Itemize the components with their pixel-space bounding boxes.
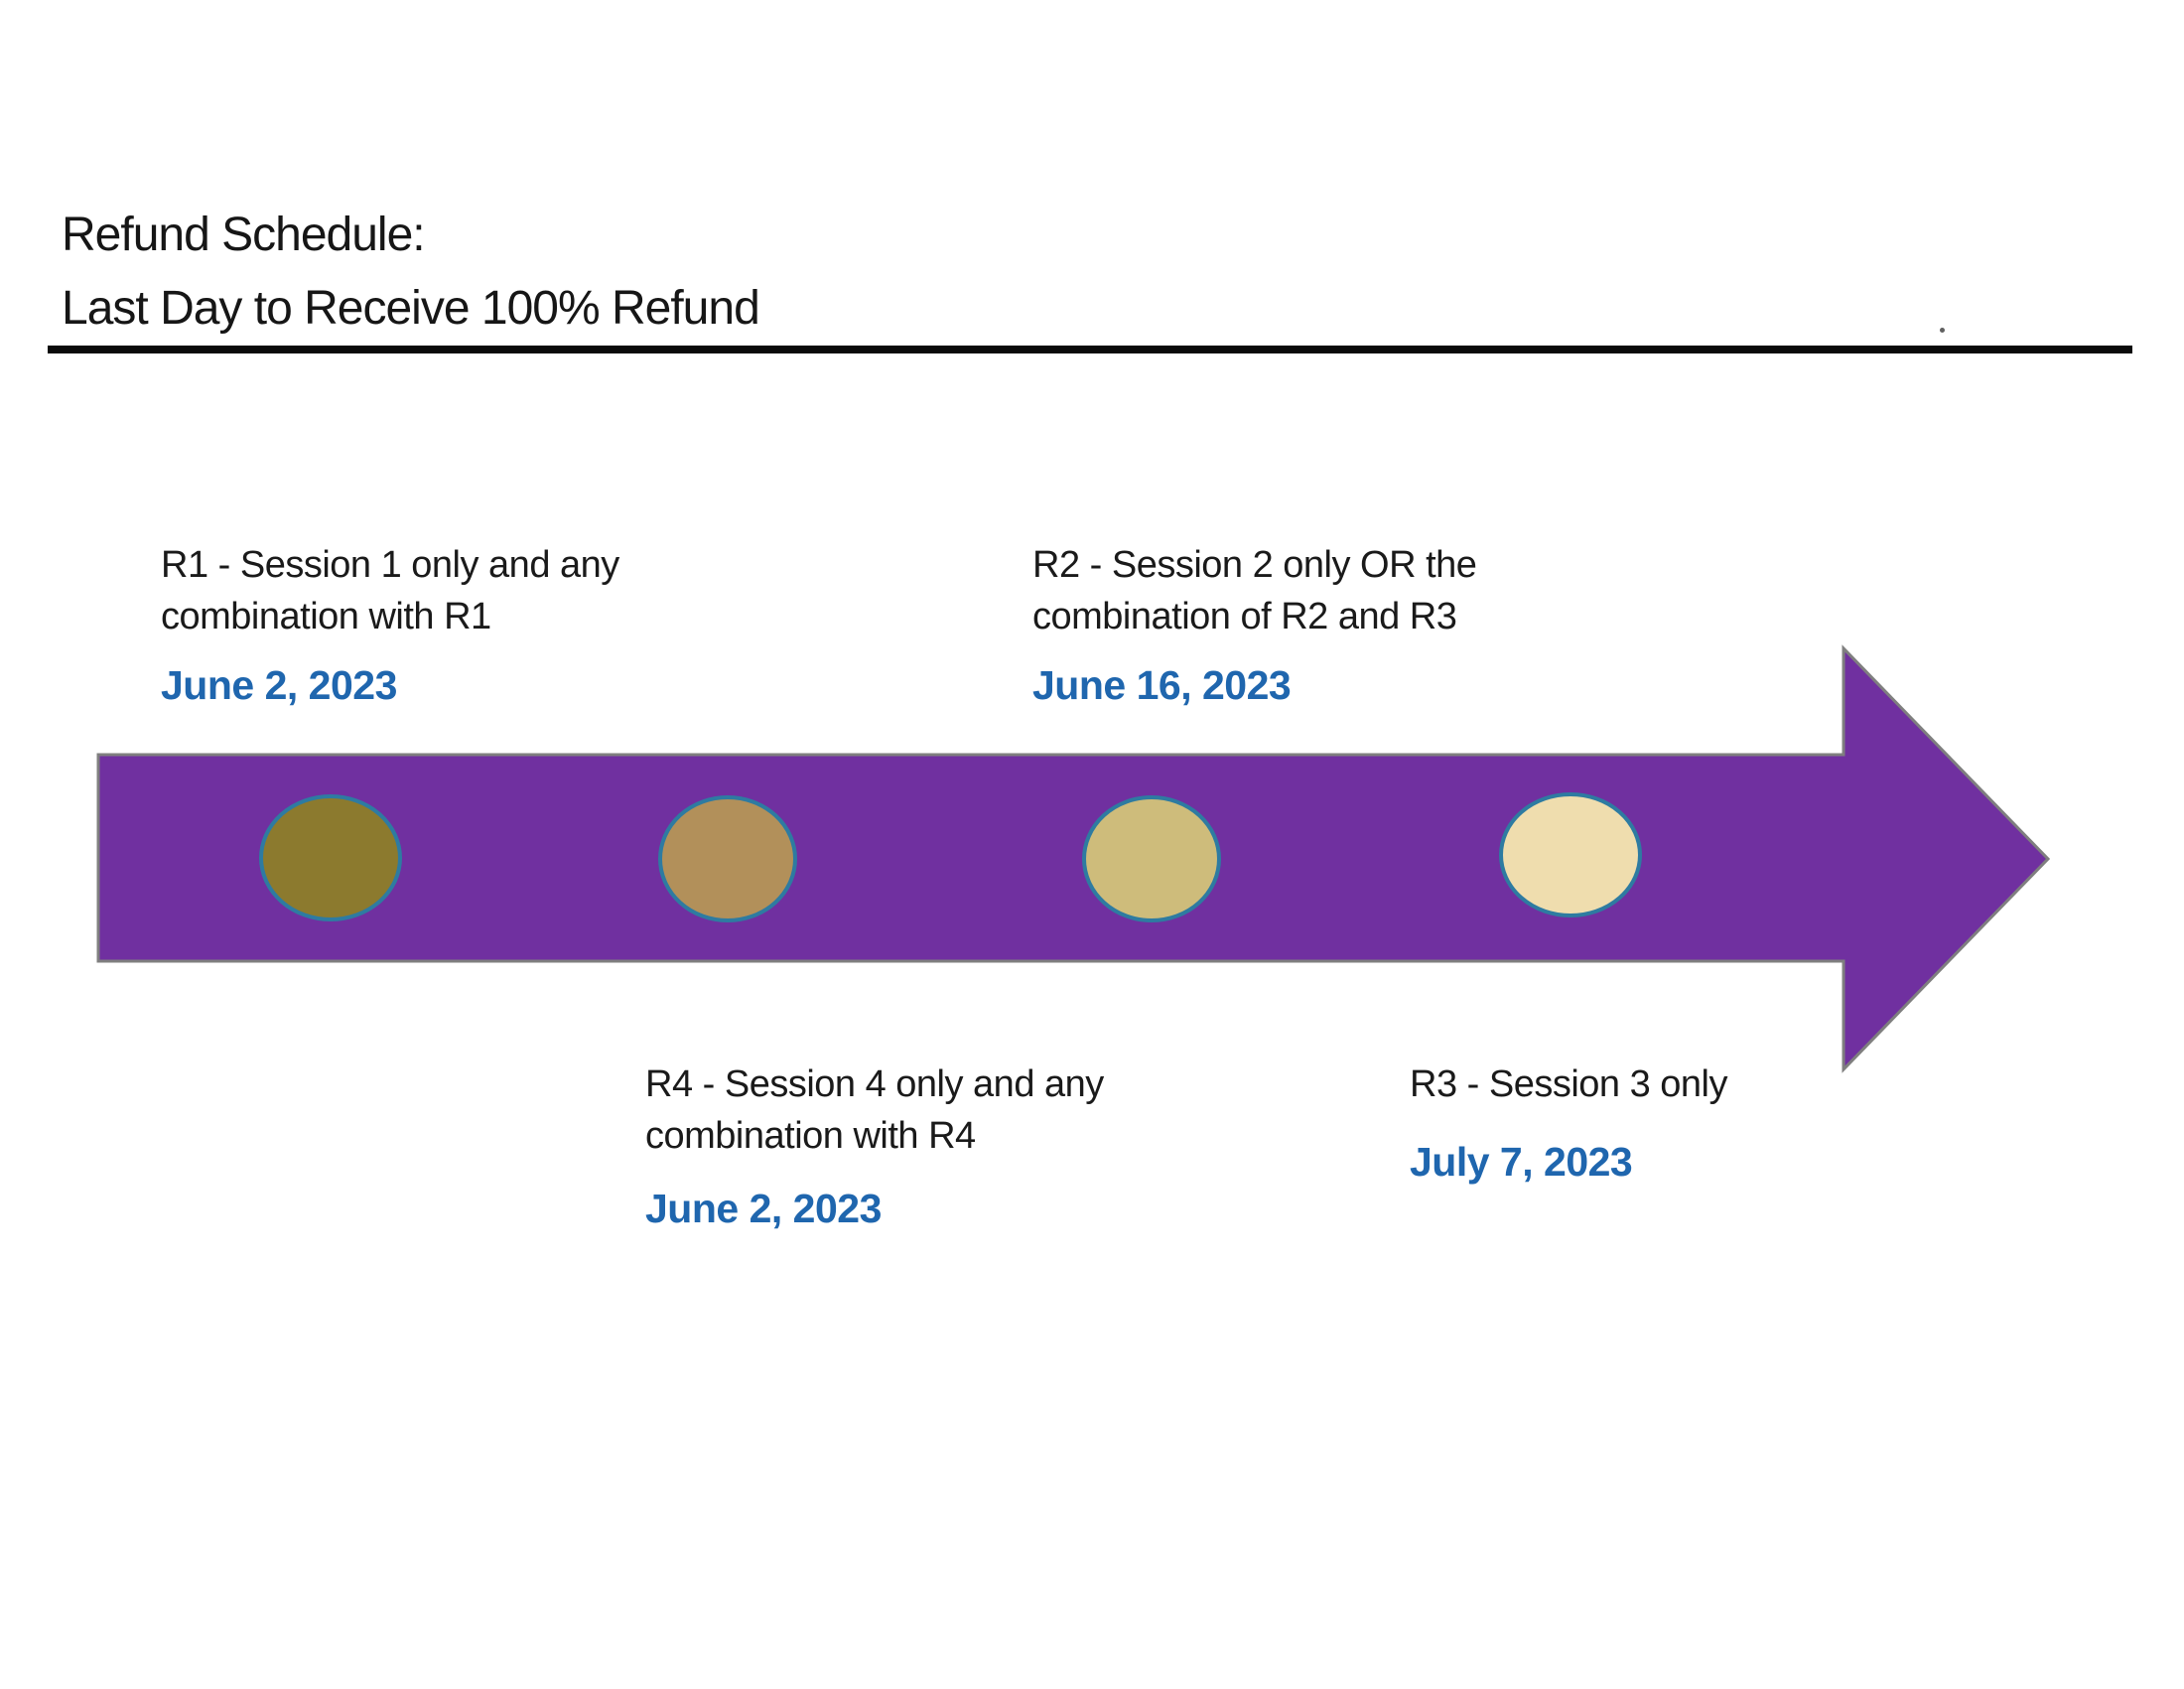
milestone-label-line: R2 - Session 2 only OR the — [1032, 544, 1477, 586]
stray-dot — [1940, 328, 1945, 333]
timeline-arrow — [96, 644, 2051, 1073]
page-title-line-2: Last Day to Receive 100% Refund — [62, 282, 760, 335]
milestone-label-r2: R2 - Session 2 only OR the combination o… — [1032, 539, 1477, 642]
milestone-label-r3: R3 - Session 3 only — [1410, 1058, 1728, 1110]
milestone-date-r1: June 2, 2023 — [161, 662, 397, 708]
milestone-label-line: combination of R2 and R3 — [1032, 596, 1457, 637]
milestone-circle-r2 — [1082, 795, 1221, 922]
milestone-date-r2: June 16, 2023 — [1032, 662, 1292, 708]
milestone-circle-r3 — [1499, 792, 1642, 917]
milestone-label-r4: R4 - Session 4 only and any combination … — [645, 1058, 1104, 1162]
milestone-label-line: combination with R4 — [645, 1115, 976, 1157]
milestone-date-r3: July 7, 2023 — [1410, 1139, 1633, 1185]
milestone-label-line: R4 - Session 4 only and any — [645, 1063, 1104, 1105]
milestone-label-line: R1 - Session 1 only and any — [161, 544, 619, 586]
page-title-line-1: Refund Schedule: — [62, 209, 426, 261]
milestone-label-line: R3 - Session 3 only — [1410, 1063, 1728, 1105]
milestone-label-line: combination with R1 — [161, 596, 491, 637]
milestone-circle-r4 — [658, 795, 797, 922]
title-underline-rule — [48, 346, 2132, 353]
milestone-label-r1: R1 - Session 1 only and any combination … — [161, 539, 619, 642]
milestone-circle-r1 — [259, 794, 402, 921]
milestone-date-r4: June 2, 2023 — [645, 1186, 882, 1231]
